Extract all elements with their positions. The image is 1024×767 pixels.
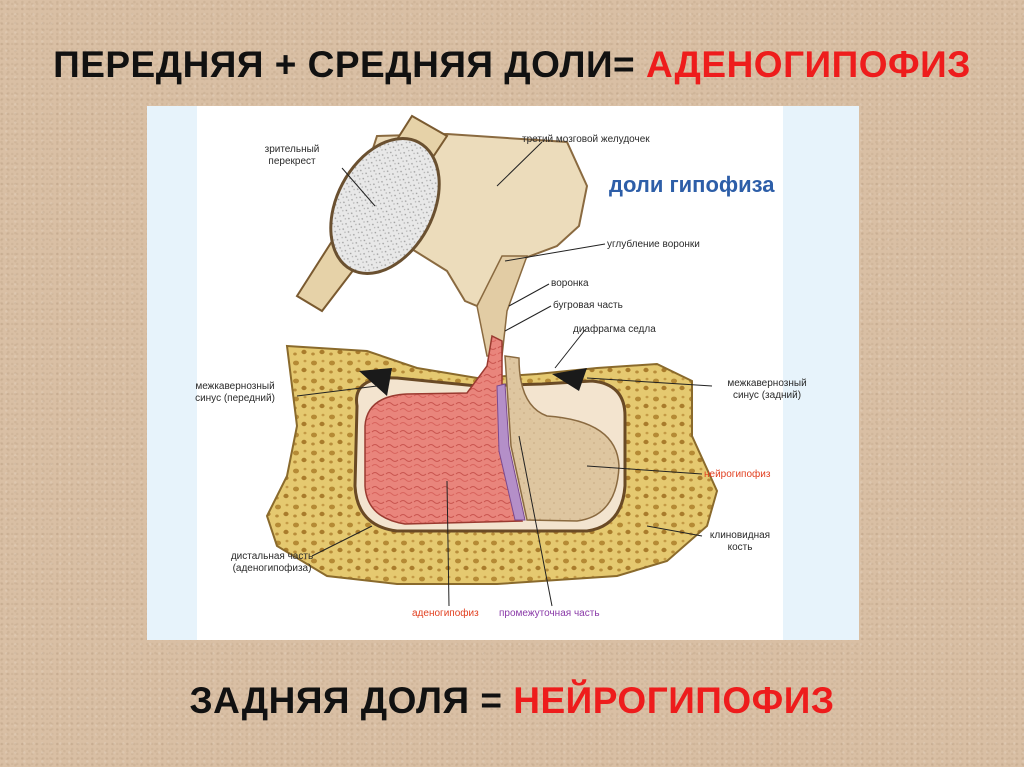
label-intercavernous-posterior: межкавернозный синус (задний) [707, 378, 827, 402]
label-sphenoid-bone: клиновидная кость [695, 530, 785, 554]
label-adenohypophysis: аденогипофиз [412, 608, 479, 620]
slide-footer: ЗАДНЯЯ ДОЛЯ = НЕЙРОГИПОФИЗ [0, 680, 1024, 722]
right-side-band [783, 106, 859, 640]
label-pars-distalis: дистальная часть (аденогипофиза) [217, 551, 327, 575]
label-neurohypophysis: нейрогипофиз [704, 469, 770, 481]
label-infundibular-recess: углубление воронки [607, 239, 700, 251]
label-third-ventricle: третий мозговой желудочек [522, 134, 650, 146]
label-intercavernous-anterior: межкавернозный синус (передний) [175, 381, 295, 405]
title-prefix: ПЕРЕДНЯЯ + СРЕДНЯЯ ДОЛИ= [53, 44, 646, 85]
label-optic-chiasm: зрительный перекрест [242, 144, 342, 168]
title-highlight: АДЕНОГИПОФИЗ [646, 44, 971, 85]
label-infundibulum: воронка [551, 278, 589, 290]
figure-title: доли гипофиза [609, 172, 775, 198]
label-diaphragma-sellae: диафрагма седла [573, 324, 656, 336]
slide-title: ПЕРЕДНЯЯ + СРЕДНЯЯ ДОЛИ= АДЕНОГИПОФИЗ [0, 44, 1024, 86]
label-pars-tuberalis: бугровая часть [553, 300, 623, 312]
footer-highlight: НЕЙРОГИПОФИЗ [513, 680, 834, 721]
left-side-band [147, 106, 197, 640]
label-pars-intermedia: промежуточная часть [499, 608, 600, 620]
pituitary-diagram: доли гипофиза зрительный перекрест трети… [147, 106, 859, 640]
footer-prefix: ЗАДНЯЯ ДОЛЯ = [189, 680, 513, 721]
